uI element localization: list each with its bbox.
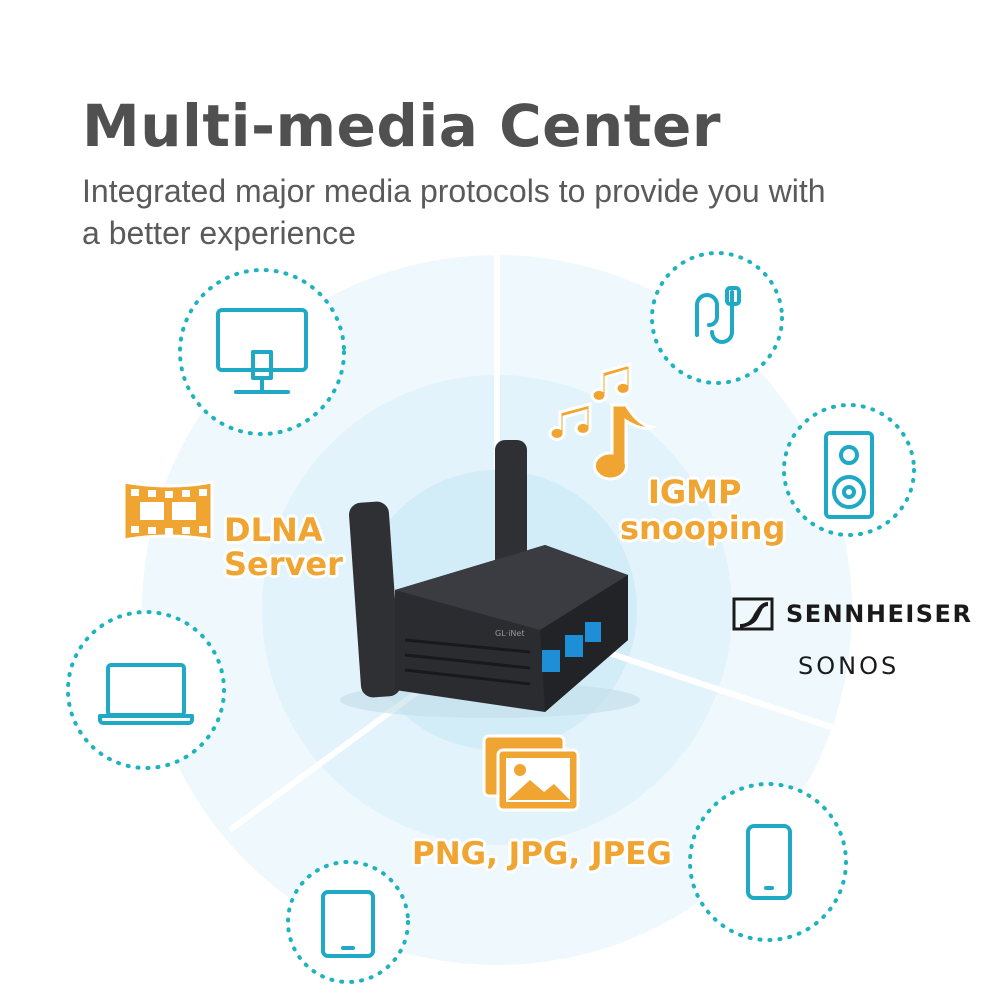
igmp-label-1: IGMP xyxy=(648,473,742,511)
music-notes-icon xyxy=(548,362,658,481)
igmp-label-2: snooping xyxy=(620,509,786,547)
sonos-logo: SONOS xyxy=(798,652,900,680)
sennheiser-logo: SENNHEISER xyxy=(786,600,973,628)
laptop-ring xyxy=(66,610,226,770)
speaker-icon xyxy=(824,431,874,519)
monitor-icon xyxy=(216,308,308,394)
laptop-icon xyxy=(98,663,194,725)
image-formats-label: PNG, JPG, JPEG xyxy=(412,836,672,872)
speaker-ring xyxy=(782,403,916,537)
images-icon xyxy=(482,734,580,812)
film-strip-icon xyxy=(122,480,214,542)
page-subtitle: Integrated major media protocols to prov… xyxy=(82,173,826,251)
page-title: Multi-media Center xyxy=(82,92,721,160)
router-image: GL·iNet xyxy=(340,440,640,718)
earphones-icon xyxy=(695,286,741,344)
svg-text:GL·iNet: GL·iNet xyxy=(495,629,524,638)
dlna-label-1: DLNA xyxy=(224,511,323,549)
dlna-label-2: Server xyxy=(224,545,343,583)
tablet-ring xyxy=(286,860,410,984)
smartphone-icon xyxy=(746,824,792,900)
sennheiser-logo-icon xyxy=(732,597,774,631)
smartphone-ring xyxy=(688,782,848,942)
tablet-icon xyxy=(321,890,375,958)
